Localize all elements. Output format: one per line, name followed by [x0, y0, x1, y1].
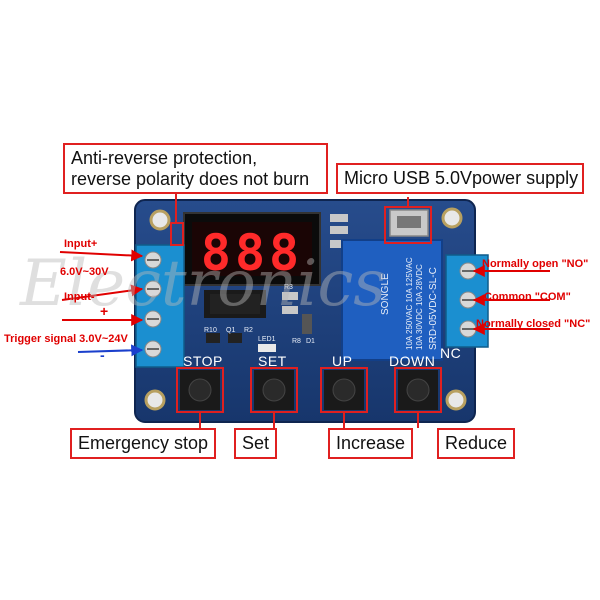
svg-text:R2: R2: [244, 327, 253, 334]
reduce-callout: Reduce: [437, 428, 516, 459]
set-label: SET: [258, 353, 287, 369]
svg-text:LED1: LED1: [258, 336, 276, 343]
relay-rating-2: 10A 30VDC 10A 28VDC: [415, 264, 424, 350]
svg-text:Q1: Q1: [226, 327, 235, 334]
down-label: DOWN: [389, 353, 436, 369]
relay-rating-1: 10A 250VAC 10A 125VAC: [405, 257, 414, 350]
push-buttons: [180, 370, 438, 410]
left-terminal-screws: [144, 251, 162, 358]
svg-text:R10: R10: [204, 327, 217, 334]
trigger-signal-label: Trigger signal 3.0V~24V: [4, 333, 128, 345]
normally-open-label: Normally open "NO": [482, 258, 589, 270]
display-digits: 888: [201, 224, 303, 282]
emergency-stop-callout: Emergency stop: [70, 428, 217, 459]
stop-label: STOP: [183, 353, 223, 369]
relay-model: SRD-05VDC-SL-C: [428, 267, 439, 350]
common-label: Common "COM": [484, 291, 571, 303]
up-label: UP: [332, 353, 353, 369]
anti-reverse-line-1: Anti-reverse protection,: [71, 148, 258, 168]
anti-reverse-callout: Anti-reverse protection, reverse polarit…: [63, 143, 328, 195]
mounting-holes: [144, 207, 467, 411]
plus-sign-label: +: [100, 303, 109, 319]
voltage-range-label: 6.0V~30V: [60, 266, 109, 278]
relay-brand: SONGLE: [380, 273, 391, 315]
svg-text:R8: R8: [292, 338, 301, 345]
input-minus-label: Input-: [64, 291, 95, 303]
trigger-minus-arrow: [77, 344, 144, 357]
set-callout: Set: [234, 428, 278, 459]
right-arrows: [472, 265, 550, 335]
anti-reverse-line-2: reverse polarity does not burn: [71, 168, 310, 189]
input-minus-arrow: [61, 284, 144, 301]
left-arrows: [59, 249, 144, 357]
input-plus-arrow: [59, 249, 144, 262]
minus-sign-label: -: [100, 347, 105, 363]
svg-text:D1: D1: [306, 338, 315, 345]
usb-callout: Micro USB 5.0Vpower supply: [336, 163, 584, 194]
increase-callout: Increase: [328, 428, 414, 459]
input-plus-label: Input+: [64, 238, 98, 250]
svg-text:R3: R3: [284, 284, 293, 291]
relay: [341, 239, 443, 361]
right-terminal-screws: [459, 262, 477, 338]
normally-closed-label: Normally closed "NC": [476, 318, 591, 330]
nc-label: NC: [440, 345, 462, 361]
watermark: Electronics: [19, 247, 386, 321]
